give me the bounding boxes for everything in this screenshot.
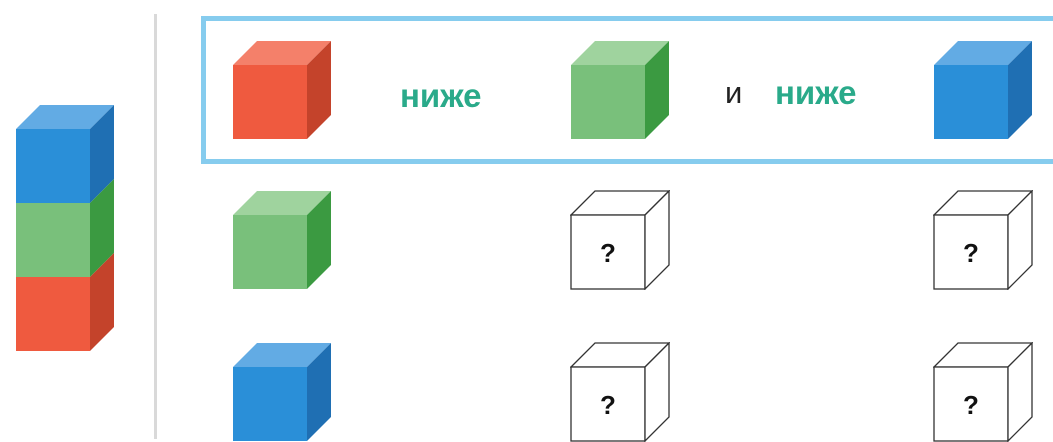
cube-side-face — [90, 105, 114, 203]
blue-cube — [233, 343, 331, 441]
unknown-mark: ? — [600, 238, 616, 268]
cube-side-face — [90, 179, 114, 277]
vertical-divider — [154, 14, 157, 439]
tower-cube-blue — [16, 105, 114, 203]
comparison-word-2: ниже — [775, 74, 857, 111]
cube-side-face — [307, 41, 331, 139]
comparison-word-1: ниже — [400, 77, 482, 114]
cube-front-face — [934, 65, 1008, 139]
cube-top-face — [16, 105, 114, 129]
cube-top-face — [934, 41, 1032, 65]
cube-side-face — [1008, 41, 1032, 139]
cube-side-face — [1007, 342, 1033, 442]
green-cube — [233, 191, 331, 289]
cube-side-face — [1007, 190, 1033, 290]
cube-front-face — [570, 366, 646, 442]
unknown-mark: ? — [963, 390, 979, 420]
tower-cube-red — [16, 253, 114, 351]
blue-cube — [934, 41, 1032, 139]
cube-side-face — [307, 343, 331, 441]
cube-side-face — [90, 253, 114, 351]
cube-front-face — [16, 129, 90, 203]
green-cube — [571, 41, 669, 139]
cube-front-face — [16, 203, 90, 277]
cube-front-face — [933, 366, 1009, 442]
cube-front-face — [233, 65, 307, 139]
cube-side-face — [645, 41, 669, 139]
example-row-frame — [201, 16, 1053, 164]
cube-side-face — [307, 191, 331, 289]
unknown-cube: ? — [570, 190, 670, 290]
red-cube — [233, 41, 331, 139]
cube-top-face — [233, 191, 331, 215]
unknown-mark: ? — [600, 390, 616, 420]
unknown-cube: ? — [933, 190, 1033, 290]
unknown-cube: ? — [570, 342, 670, 442]
cube-side-face — [644, 342, 670, 442]
cube-front-face — [233, 367, 307, 441]
unknown-mark: ? — [963, 238, 979, 268]
cube-front-face — [933, 214, 1009, 290]
cube-front-face — [16, 277, 90, 351]
cube-side-face — [644, 190, 670, 290]
conjunction-word: и — [725, 75, 743, 110]
cube-front-face — [571, 65, 645, 139]
cube-front-face — [570, 214, 646, 290]
cube-top-face — [233, 343, 331, 367]
cube-front-face — [233, 215, 307, 289]
tower-cube-green — [16, 179, 114, 277]
cube-top-face — [233, 41, 331, 65]
unknown-cube: ? — [933, 342, 1033, 442]
cube-top-face — [571, 41, 669, 65]
